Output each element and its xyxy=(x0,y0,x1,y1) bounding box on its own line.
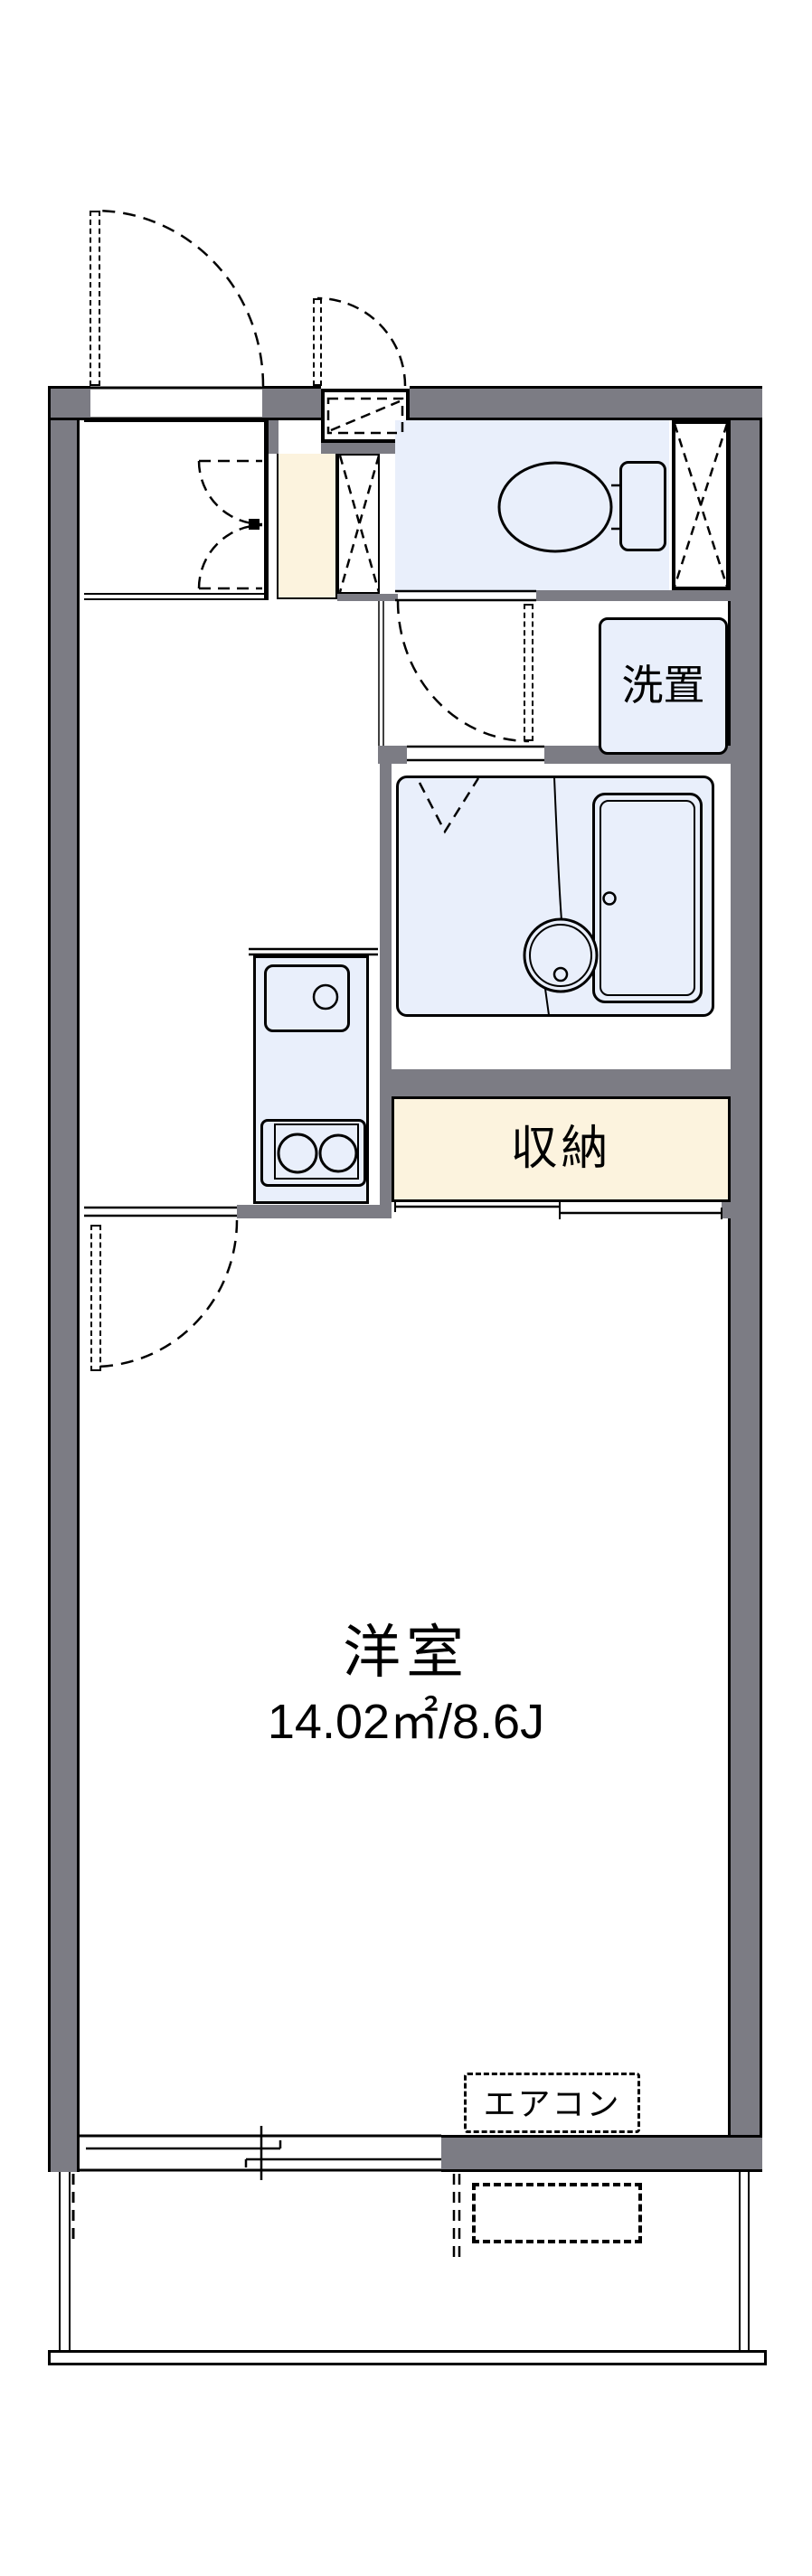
toilet-door-leaf xyxy=(524,604,533,741)
balcony-rail-left xyxy=(59,2172,71,2350)
aircon-label: エアコン xyxy=(483,2085,621,2122)
wall-kitchen-bottom xyxy=(237,1205,392,1218)
kitchen-sink xyxy=(264,964,350,1032)
living-door-opening-lines xyxy=(84,1206,237,1217)
entrance-door-arc xyxy=(94,209,265,387)
pipe-space xyxy=(672,420,730,590)
kitchen-stove-inner xyxy=(274,1123,359,1180)
window-frame-lines xyxy=(80,2134,441,2172)
hall-closet xyxy=(84,418,269,599)
washing-machine-space xyxy=(599,617,728,755)
storage-area xyxy=(392,1096,731,1202)
meterbox-door-arc xyxy=(316,296,407,387)
living-room-door-leaf xyxy=(90,1225,101,1371)
wall-top-left-corner xyxy=(48,386,90,420)
meterbox-door-leaf xyxy=(313,298,322,386)
balcony-edge-bar xyxy=(48,2350,767,2365)
wall-left xyxy=(48,386,80,2172)
aircon-box xyxy=(464,2073,640,2133)
washer-place-label: 洗置 xyxy=(621,662,705,709)
window-pane-lines xyxy=(86,2147,441,2161)
living-room-label: 洋室 xyxy=(343,1620,469,1685)
wall-kitchen-bath-divider xyxy=(380,764,392,1218)
toilet-door-opening-lines xyxy=(395,589,536,602)
wall-shaft-bottom-bar xyxy=(337,594,398,601)
wall-bath-bottom xyxy=(380,1069,731,1096)
kitchen-stove xyxy=(260,1119,366,1187)
toilet-door-arc xyxy=(396,600,530,743)
wall-bottom xyxy=(441,2135,762,2172)
toilet-tank xyxy=(619,461,666,551)
wall-bath-top-left xyxy=(378,746,407,764)
wall-stub-closet-right xyxy=(722,1202,731,1218)
balcony-partition-dashed-center xyxy=(452,2174,461,2261)
bathtub-inner-rim xyxy=(600,800,695,996)
wall-chunk-genkan-top xyxy=(269,420,279,454)
wall-chunk-under-meterbox xyxy=(321,443,410,454)
window-mullion-ticks xyxy=(244,2126,282,2180)
storage-label: 収納 xyxy=(510,1123,612,1175)
wall-toilet-bottom xyxy=(536,590,731,601)
living-room-area-label: 14.02㎡/8.6J xyxy=(267,1695,545,1749)
wall-top-right xyxy=(410,386,762,420)
entrance-door-leaf xyxy=(90,211,100,386)
kitchen-counter-lines xyxy=(249,947,378,956)
living-room-door-arc xyxy=(95,1219,239,1368)
storage-sliding-door-ticks xyxy=(394,1201,722,1219)
duct-space-left xyxy=(337,454,380,594)
balcony-rail-right xyxy=(739,2172,750,2350)
genkan-floor xyxy=(277,454,337,599)
wall-right xyxy=(728,386,762,2172)
wall-top-mid xyxy=(262,386,321,420)
hall-divider-line xyxy=(378,601,384,746)
bathroom-door-opening-lines xyxy=(407,745,544,762)
bathtub xyxy=(592,793,703,1003)
balcony-equipment-outline xyxy=(472,2183,642,2243)
